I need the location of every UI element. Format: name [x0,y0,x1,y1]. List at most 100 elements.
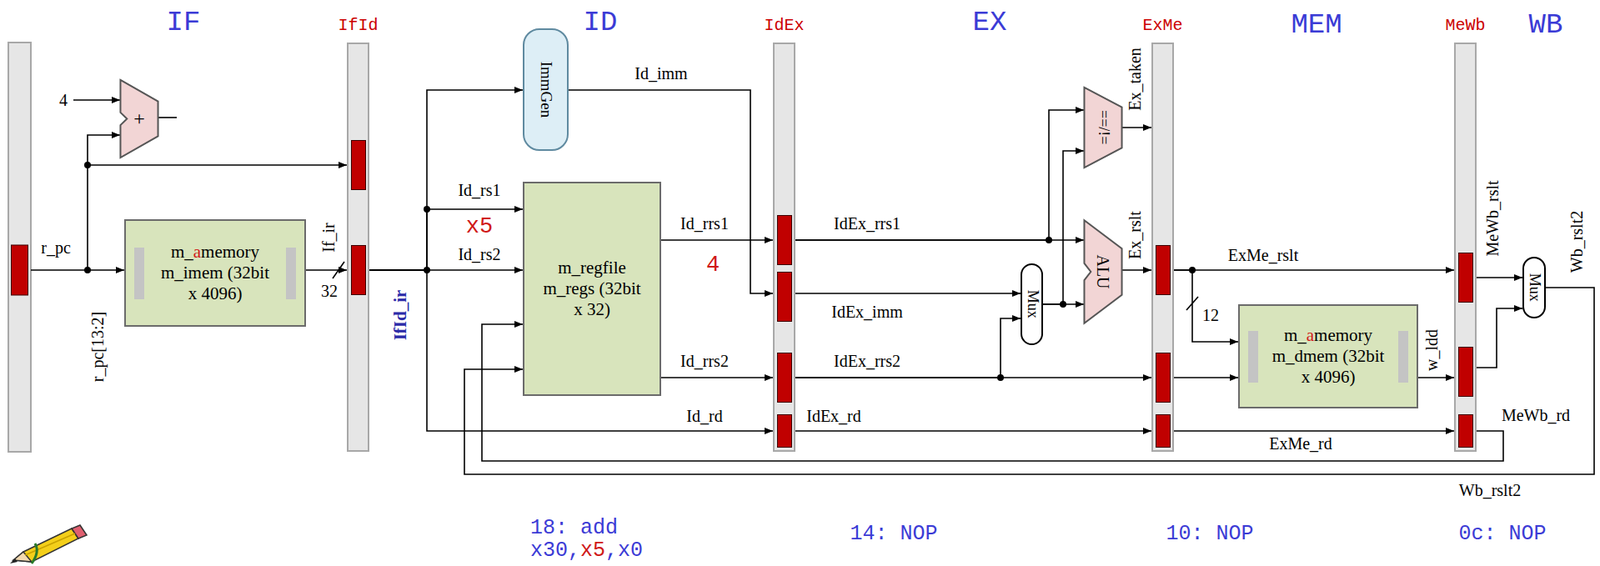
memory-block: m_amemory m_imem (32bit x 4096) [124,219,306,327]
register-value: 4 [706,252,720,278]
stage-name: EX [973,6,1008,39]
signal-name: IdEx_rrs1 [833,214,901,234]
block-label: Mux [1023,290,1042,319]
memory-block: m_amemory m_dmem (32bit x 4096) [1238,304,1419,409]
signal-name: r_pc[13:2] [88,311,108,382]
alu-block: + [120,79,159,159]
register-cell [351,140,367,191]
pc-wire [30,269,125,271]
signal-name: MeWb_rd [1501,406,1570,426]
trapezoid-shape [1083,87,1122,168]
signal-wire [1122,269,1152,271]
memory-block: m_regfile m_regs (32bit x 32) [522,181,662,397]
pc-to-ifid-wire [87,164,347,166]
register-cell [1458,414,1474,448]
signal-wire [1476,276,1523,279]
instruction-note: 18: add x30,x5,x0 [530,516,673,562]
signal-wire [795,239,1084,241]
signal-wire [795,430,1152,432]
register-cell [1458,252,1474,303]
stage-name: WB [1529,9,1564,41]
register-cell [777,352,793,403]
bus-name: IfId_ir [390,290,412,342]
alu-block: ALU [1083,219,1123,325]
register-cell [1155,352,1171,403]
register-cell [777,414,793,448]
signal-wire [369,90,523,271]
instruction-note: 14: NOP [849,521,938,547]
register-cell [1155,245,1171,296]
register-name: ExMe [1142,15,1183,36]
signal-name: Id_rs1 [457,180,501,201]
register-name: IfId [337,15,378,36]
signal-wire [1173,376,1239,379]
block-label: m_amemory m_imem (32bit x 4096) [156,241,274,306]
memory-port [285,247,296,300]
signal-name: 32 [321,281,338,301]
signal-name: r_pc [40,238,71,258]
signal-name: MeWb_rslt [1483,180,1503,256]
trapezoid-shape [120,80,158,158]
memory-port [1248,331,1259,383]
block-label: + [133,106,146,131]
block-label: m_regfile m_regs (32bit x 32) [541,257,643,322]
register-cell [1458,346,1474,397]
signal-wire [661,376,773,379]
signal-name: Id_rrs1 [680,214,729,234]
register-cell [777,215,793,266]
pencil-icon [10,525,87,564]
stage-name: ID [583,6,618,39]
signal-wire [1173,269,1455,271]
signal-wire [1043,150,1084,305]
mux-block: Mux [1020,263,1044,346]
pipeline-register: IfId [346,42,370,452]
signal-wire [795,292,1021,295]
pc-register-bar [8,42,31,452]
signal-name: Id_imm [634,64,688,84]
signal-wire [1173,270,1239,342]
register-name: IdEx [763,15,804,36]
signal-name: IdEx_rrs2 [833,351,901,372]
signal-name: If_ir [319,222,339,253]
block-label: ==/!= [1093,110,1113,145]
stage-name: IF [166,6,201,39]
signal-name: Id_rs2 [457,245,501,265]
block-label: m_amemory m_dmem (32bit x 4096) [1269,325,1387,389]
signal-wire [661,239,773,241]
trapezoid-shape [1083,220,1122,323]
register-cell [777,271,793,322]
signal-name: Wb_rslt2 [1459,481,1521,501]
register-name: MeWb [1444,15,1485,36]
signal-name: ExMe_rd [1268,434,1333,454]
signal-wire [795,110,1084,241]
instruction-note: 10: NOP [1165,521,1254,547]
mux-block: Mux [1522,256,1546,319]
register-cell [1155,414,1171,448]
pipeline-register: IdEx [772,42,796,452]
signal-name: Ex_taken [1125,47,1145,111]
instruction-note: 0c: NOP [1458,521,1546,547]
const-four-wire [73,99,121,101]
pipeline-register: ExMe [1151,42,1174,452]
alu-block: ==/!= [1083,86,1123,169]
signal-wire [369,209,523,271]
signal-wire [795,318,1021,378]
signal-wire [1122,126,1152,129]
junction-dot [84,161,91,169]
register-value: x5 [466,214,493,240]
block-label: ImmGen [536,61,556,119]
memory-port [134,247,145,300]
memory-port [1398,331,1409,383]
signal-name: ExMe_rslt [1228,245,1299,266]
signal-name: IdEx_imm [831,302,903,322]
signal-name: Wb_rslt2 [1567,210,1587,273]
signal-name: Ex_rslt [1125,210,1145,260]
signal-name: 12 [1202,305,1219,326]
signal-wire [795,376,1152,379]
signal-wire [1173,430,1455,432]
pc-to-adder-wire [87,135,121,271]
adder-out-wire [158,116,177,119]
register-cell [351,245,367,296]
signal-wire [1418,376,1455,379]
